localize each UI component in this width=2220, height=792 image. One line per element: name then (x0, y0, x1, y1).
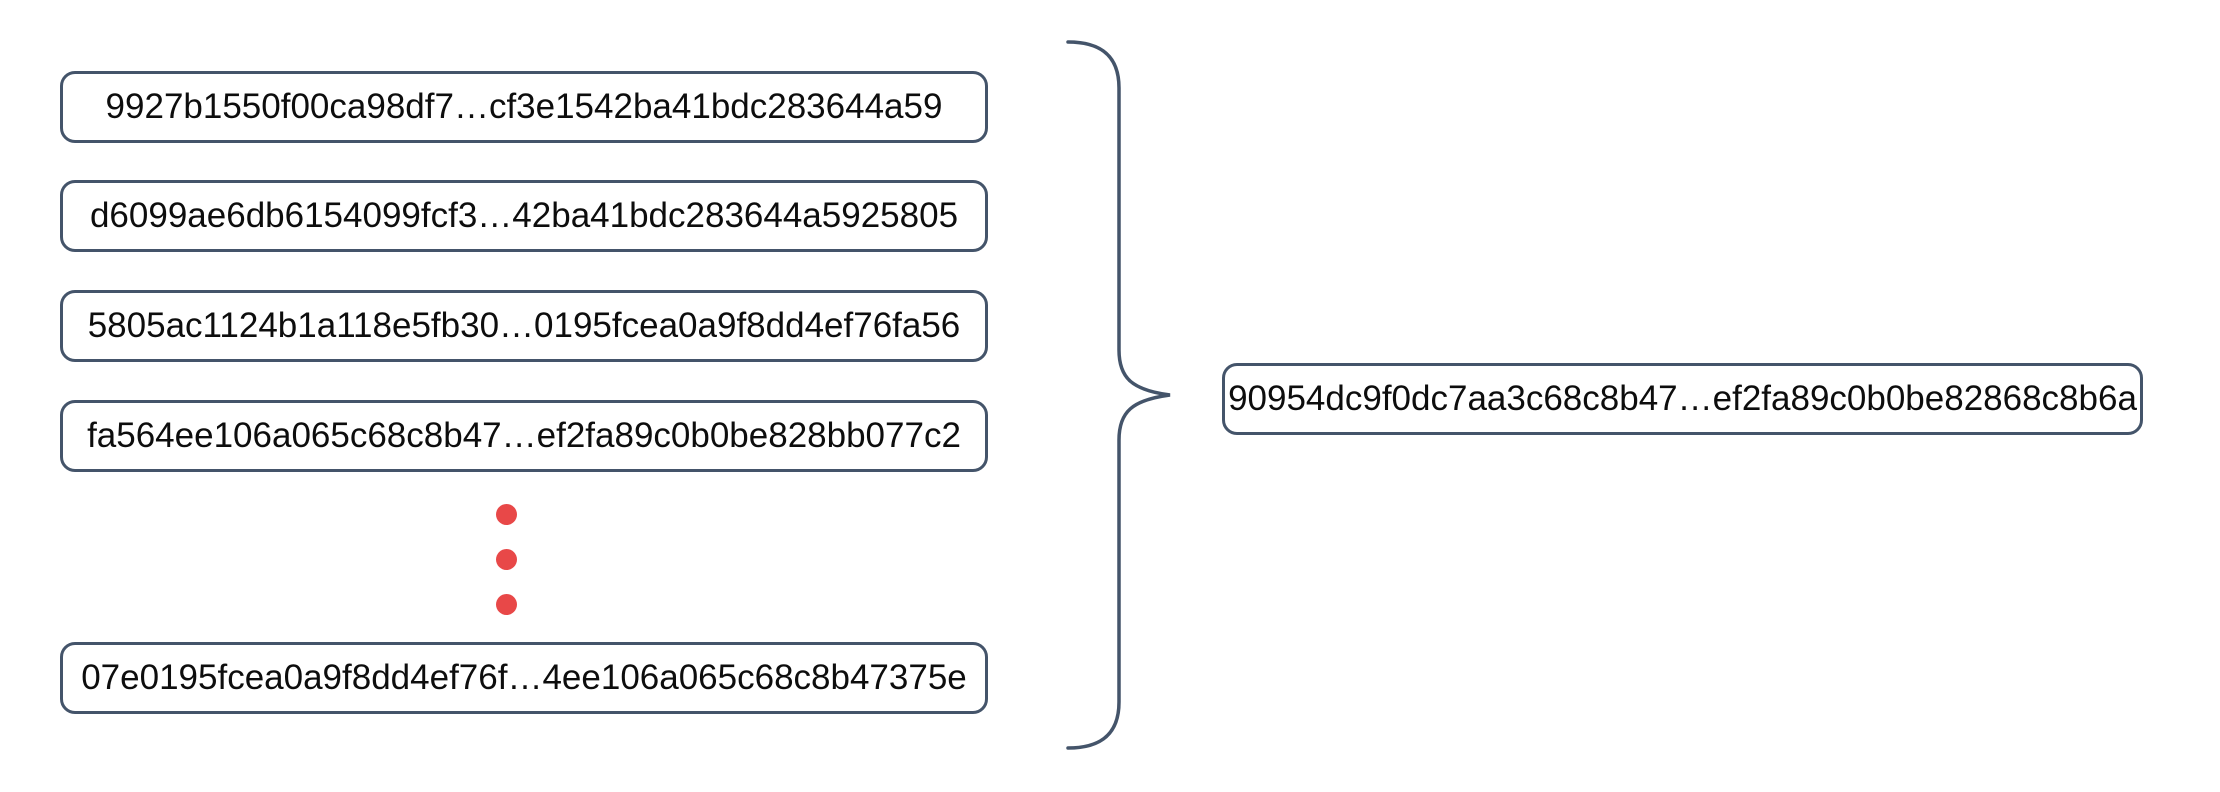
result-hash-box: 90954dc9f0dc7aa3c68c8b47…ef2fa89c0b0be82… (1222, 363, 2143, 435)
input-hash-box-4: fa564ee106a065c68c8b47…ef2fa89c0b0be828b… (60, 400, 988, 472)
input-hash-box-3: 5805ac1124b1a118e5fb30…0195fcea0a9f8dd4e… (60, 290, 988, 362)
ellipsis-dot (496, 594, 517, 615)
ellipsis-dot (496, 504, 517, 525)
input-hash-box-2: d6099ae6db6154099fcf3…42ba41bdc283644a59… (60, 180, 988, 252)
curly-brace-icon (1066, 40, 1171, 750)
ellipsis-dot (496, 549, 517, 570)
input-hash-box-1: 9927b1550f00ca98df7…cf3e1542ba41bdc28364… (60, 71, 988, 143)
input-hash-box-last: 07e0195fcea0a9f8dd4ef76f…4ee106a065c68c8… (60, 642, 988, 714)
